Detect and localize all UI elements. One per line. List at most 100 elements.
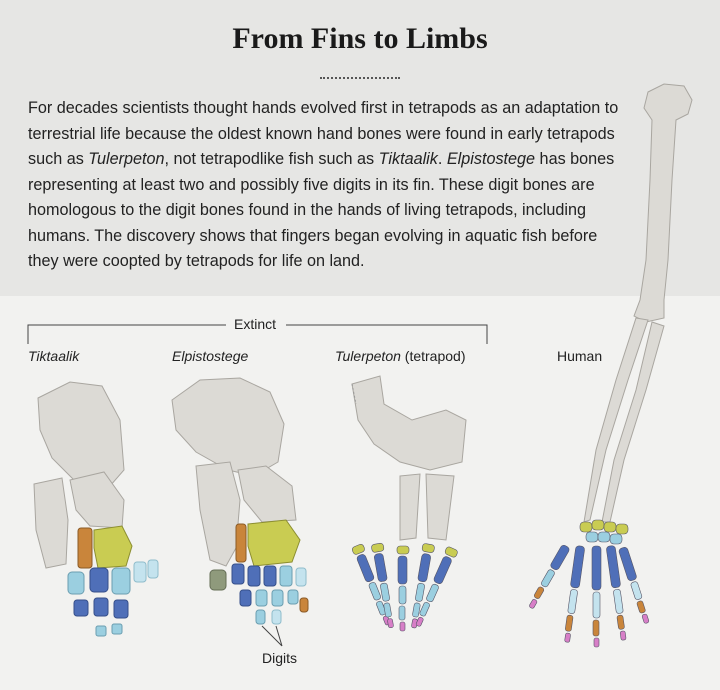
tulerpeton-metacarpal — [397, 555, 408, 585]
human-fingertip — [619, 630, 627, 641]
digits-label: Digits — [262, 650, 298, 666]
tiktaalik-radial — [67, 571, 85, 595]
human-fingertip — [641, 613, 650, 624]
tiktaalik-radius — [69, 471, 125, 529]
tulerpeton-humerus-outline — [351, 383, 357, 405]
tulerpeton-phalanx — [380, 582, 390, 602]
elpistostege-ulna — [195, 461, 241, 567]
tulerpeton-humerus — [351, 375, 467, 471]
tulerpeton-metacarpal — [433, 556, 452, 584]
intro-band — [0, 0, 720, 296]
intro-term-tiktaalik: Tiktaalik — [378, 150, 438, 168]
tiktaalik-radial — [95, 625, 107, 637]
human-phalanx — [592, 619, 600, 637]
human-carpal — [591, 519, 605, 531]
human-metacarpal — [618, 547, 637, 581]
digits-leader-line — [261, 625, 283, 647]
human-finger — [591, 545, 602, 648]
tulerpeton-digit — [351, 544, 391, 626]
human-phalanx — [636, 600, 646, 614]
tulerpeton-phalanx — [415, 582, 425, 602]
human-carpal — [597, 531, 611, 543]
elpistostege-radial — [209, 569, 227, 591]
tiktaalik-radial — [111, 567, 131, 595]
human-phalanx — [616, 614, 625, 630]
tulerpeton-digit-tip — [415, 616, 424, 627]
elpistostege-radial — [271, 589, 284, 607]
tulerpeton-metacarpal — [417, 553, 431, 583]
tulerpeton-carpal — [371, 542, 385, 553]
tiktaalik-label: Tiktaalik — [28, 348, 80, 364]
tulerpeton-radius — [425, 473, 455, 541]
tulerpeton-phalanx — [368, 582, 381, 601]
tiktaalik-wrist-orange — [77, 527, 93, 569]
tulerpeton-digit — [415, 546, 458, 627]
tulerpeton-phalanx — [398, 585, 407, 605]
elpistostege-radial — [263, 565, 277, 587]
human-metacarpal — [591, 545, 602, 591]
tulerpeton-phalanx — [426, 583, 439, 603]
tulerpeton-digit-tip — [399, 621, 406, 632]
human-metacarpal — [570, 545, 585, 589]
tulerpeton-digit-tip — [387, 618, 394, 629]
elpistostege-radial — [231, 563, 245, 585]
tiktaalik-ulna — [33, 477, 69, 569]
tulerpeton-phalanx — [398, 605, 406, 621]
tiktaalik-wrist-yellow — [93, 525, 133, 569]
tiktaalik-radial — [133, 561, 147, 583]
elpistostege-radial — [239, 589, 252, 607]
human-fingertip — [564, 632, 571, 643]
elpistostege-wrist-yellow — [247, 519, 301, 567]
tulerpeton-label-name: Tulerpeton — [335, 348, 401, 364]
intro-term-elpistostege: Elpistostege — [446, 150, 536, 168]
tulerpeton-carpal — [421, 543, 435, 553]
intro-text: , not tetrapodlike fish such as — [164, 150, 379, 168]
human-phalanx — [592, 591, 601, 619]
human-finger — [606, 545, 627, 641]
tulerpeton-limb — [351, 375, 467, 541]
human-humerus — [633, 83, 693, 323]
intro-paragraph: For decades scientists thought hands evo… — [28, 96, 628, 275]
human-phalanx — [541, 569, 555, 588]
intro-text: . — [437, 150, 447, 168]
elpistostege-radial — [287, 589, 299, 605]
tulerpeton-label-note: (tetrapod) — [400, 348, 466, 364]
extinct-bracket — [27, 324, 488, 344]
tulerpeton-phalanx — [383, 602, 392, 618]
tulerpeton-phalanx — [412, 602, 421, 618]
human-carpal — [609, 533, 623, 545]
tiktaalik-radial — [93, 597, 109, 617]
human-fingertip — [593, 637, 600, 648]
tiktaalik-fin — [33, 381, 159, 637]
tulerpeton-phalanx — [419, 602, 430, 617]
elpistostege-wrist-orange — [235, 523, 247, 563]
tulerpeton-digits — [351, 542, 458, 632]
human-ulna — [583, 317, 649, 523]
elpistostege-humerus — [171, 377, 285, 477]
tulerpeton-digit — [396, 545, 410, 632]
tulerpeton-ulna — [399, 473, 421, 541]
tulerpeton-carpal — [444, 546, 458, 558]
human-carpal — [585, 531, 599, 543]
tulerpeton-label: Tulerpeton (tetrapod) — [335, 348, 466, 364]
human-arm — [583, 83, 693, 523]
human-metacarpal — [550, 544, 570, 571]
human-carpal — [603, 521, 617, 533]
elpistostege-radial — [295, 567, 307, 587]
tulerpeton-metacarpal — [374, 553, 388, 582]
intro-text: For decades scientists thought hands evo… — [28, 99, 619, 168]
human-phalanx — [613, 589, 624, 614]
elpistostege-label: Elpistostege — [172, 348, 249, 364]
human-carpal — [615, 523, 629, 535]
elpistostege-fin — [171, 377, 309, 647]
elpistostege-radius — [237, 465, 297, 523]
human-hand — [529, 519, 650, 648]
elpistostege-radial — [247, 565, 261, 587]
tiktaalik-radial — [147, 559, 159, 579]
tulerpeton-digit — [371, 542, 394, 629]
tiktaalik-humerus — [37, 381, 125, 487]
elpistostege-digit — [299, 597, 309, 613]
human-fingertip — [529, 599, 538, 609]
